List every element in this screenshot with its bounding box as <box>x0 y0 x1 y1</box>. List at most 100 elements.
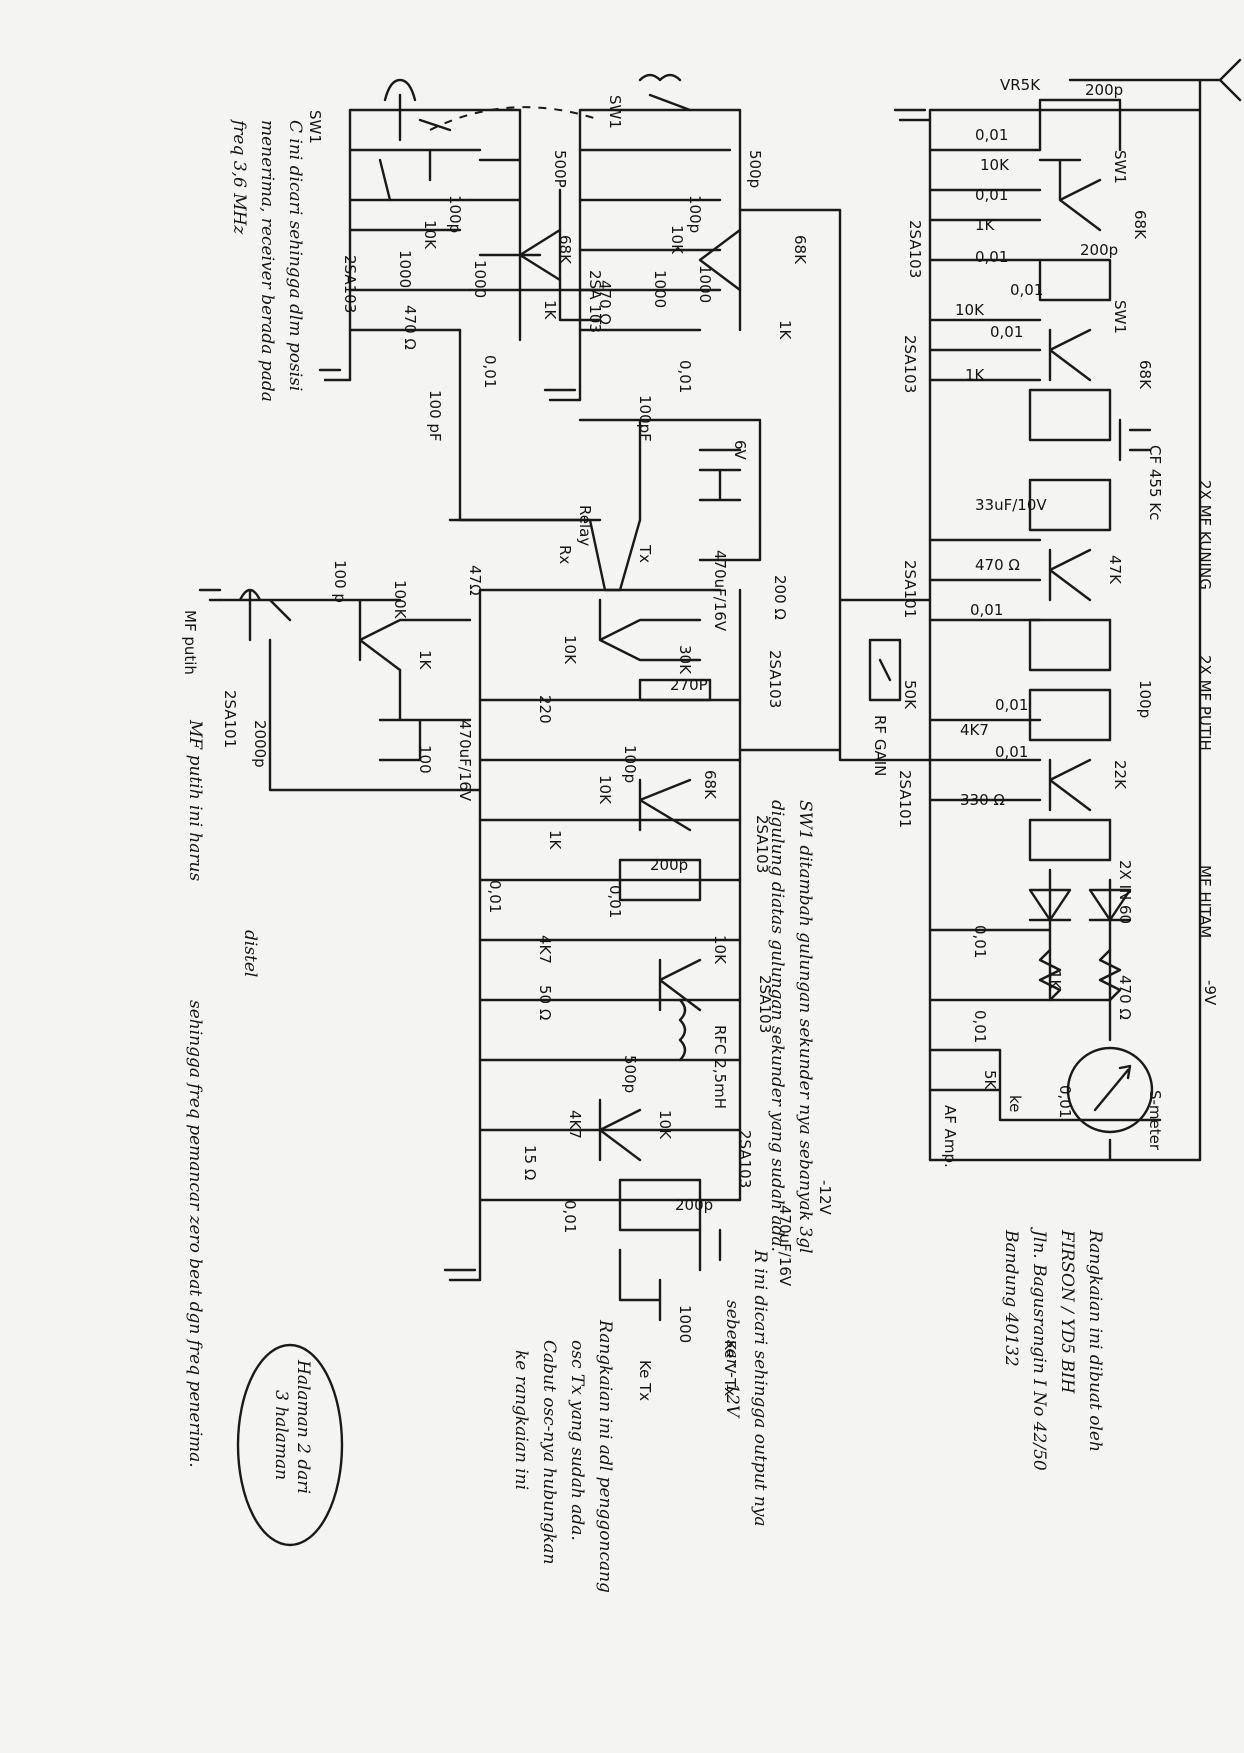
component-label: 33uF/10V <box>975 496 1047 514</box>
component-label: 2SA103 <box>766 650 784 708</box>
component-label: 10K <box>955 301 985 319</box>
wiring <box>198 58 1242 1322</box>
stamp-line-2: 3 halaman <box>271 1390 291 1480</box>
component-label: 100K <box>391 580 409 620</box>
component-label: 100 <box>416 745 434 774</box>
component-label: ke <box>1006 1095 1024 1112</box>
component-label: 30K <box>676 645 694 675</box>
annotation-note: freq 3,6 MHz <box>229 118 249 235</box>
component-label: 50K <box>901 680 919 710</box>
component-label: 0,01 <box>486 880 504 913</box>
component-label: 100p <box>1136 680 1154 718</box>
annotation-note: sehingga freq pemancar zero beat dgn fre… <box>185 1000 205 1468</box>
annotation-note: ke rangkaian ini <box>511 1350 531 1490</box>
component-label: 1K <box>546 830 564 851</box>
component-label: CF 455 Kc <box>1146 445 1164 520</box>
component-label: Tx <box>636 544 654 563</box>
annotation-note: MF putih ini harus <box>185 719 205 881</box>
component-label: 0,01 <box>561 1200 579 1233</box>
component-label: 2X IN 60 <box>1116 860 1134 924</box>
component-label: 15 Ω <box>521 1145 539 1180</box>
handwritten-notes: C ini dicari sehingga dlm posisi menerima… <box>185 118 1105 1593</box>
component-label: Ke V Tx <box>721 1340 739 1396</box>
annotation-note: digulung diatas gulungan sekunder yang s… <box>767 800 787 1252</box>
component-label: 2SA101 <box>221 690 239 748</box>
stamp-oval <box>236 1343 344 1547</box>
component-label: 1000 <box>676 1305 694 1343</box>
component-label: 1K <box>1046 970 1064 991</box>
component-label: 200 Ω <box>771 575 789 620</box>
component-label: 10K <box>596 775 614 805</box>
component-label: 0,01 <box>975 186 1008 204</box>
component-label: 10K <box>980 156 1010 174</box>
component-label: 47Ω <box>466 565 484 596</box>
component-label: 1000 <box>651 270 669 308</box>
component-label: RF GAIN <box>871 715 889 776</box>
annotation-note: distel <box>240 930 260 977</box>
component-label: 200p <box>1080 241 1118 259</box>
annotation-note: menerima, receiver berada pada <box>257 120 277 402</box>
component-label: 0,01 <box>970 601 1003 619</box>
component-label: 0,01 <box>971 1010 989 1043</box>
component-label: 1K <box>776 320 794 341</box>
component-label: 68K <box>556 235 574 265</box>
component-label: 2SA 103 <box>586 270 604 333</box>
annotation-note: Rangkaian ini dibuat oleh <box>1085 1229 1105 1452</box>
component-label: 470 Ω <box>975 556 1020 574</box>
component-label: 68K <box>791 235 809 265</box>
component-label: 2000p <box>251 720 269 768</box>
component-label: 200p <box>1085 81 1123 99</box>
annotation-note: Bandung 40132 <box>1001 1229 1021 1367</box>
component-label: 2X MF KUNING <box>1196 480 1214 590</box>
component-label: 2SA103 <box>736 1130 754 1188</box>
component-label: 100p <box>621 745 639 783</box>
annotation-note: Rangkaian ini adl penggoncang <box>595 1319 615 1593</box>
annotation-note: C ini dicari sehingga dlm posisi <box>285 120 305 391</box>
stamp-line-1: Halaman 2 dari <box>293 1359 313 1494</box>
component-label: SW1 <box>1111 300 1129 334</box>
component-label: 1K <box>975 216 996 234</box>
component-label: 500p <box>621 1055 639 1093</box>
component-label: 4K7 <box>960 721 989 739</box>
annotation-note: Jln. Bagusrangin I No 42/50 <box>1029 1227 1049 1471</box>
component-label: -12V <box>816 1180 834 1215</box>
component-label: 0,01 <box>995 743 1028 761</box>
component-label: 47K <box>1106 555 1124 585</box>
component-label: 470 Ω <box>401 305 419 350</box>
component-label: 0,01 <box>606 885 624 918</box>
component-label: 100 p <box>331 560 349 603</box>
component-label: 330 Ω <box>960 791 1005 809</box>
component-label: 0,01 <box>975 248 1008 266</box>
component-label: 4K7 <box>566 1110 584 1139</box>
annotation-note: R ini dicari sehingga output nya <box>750 1249 770 1527</box>
component-label: 2SA103 <box>756 975 774 1033</box>
component-label: 100p <box>686 195 704 233</box>
component-label: MF HITAM <box>1196 865 1214 938</box>
component-label: 100pF <box>636 395 654 442</box>
component-label: 2SA103 <box>906 220 924 278</box>
component-label: 68K <box>1131 210 1149 240</box>
component-label: SW1 <box>606 95 624 129</box>
component-label: 0,01 <box>676 360 694 393</box>
annotation-note: osc Tx yang sudah ada. <box>567 1340 587 1541</box>
component-label: 270P <box>670 676 708 694</box>
component-label: 5K <box>981 1070 999 1091</box>
component-label: 220 <box>536 695 554 724</box>
component-label: 1000 <box>396 250 414 288</box>
component-label: 22K <box>1111 760 1129 790</box>
component-label: SW1 <box>1111 150 1129 184</box>
component-label: SW1 <box>306 110 324 144</box>
component-label: 0,01 <box>971 925 989 958</box>
component-label: 68K <box>701 770 719 800</box>
annotation-note: FIRSON / YD5 BIH <box>1057 1229 1077 1395</box>
component-label: 68K <box>1136 360 1154 390</box>
component-label: 2SA101 <box>901 560 919 618</box>
component-label: 10K <box>421 220 439 250</box>
component-label: VR5K <box>1000 76 1041 94</box>
component-label: 4K7 <box>536 935 554 964</box>
component-label: 2SA103 <box>341 255 359 313</box>
component-label: 1000 <box>696 265 714 303</box>
component-label: 470uF/16V <box>776 1205 794 1287</box>
component-label: 470uF/16V <box>456 720 474 802</box>
